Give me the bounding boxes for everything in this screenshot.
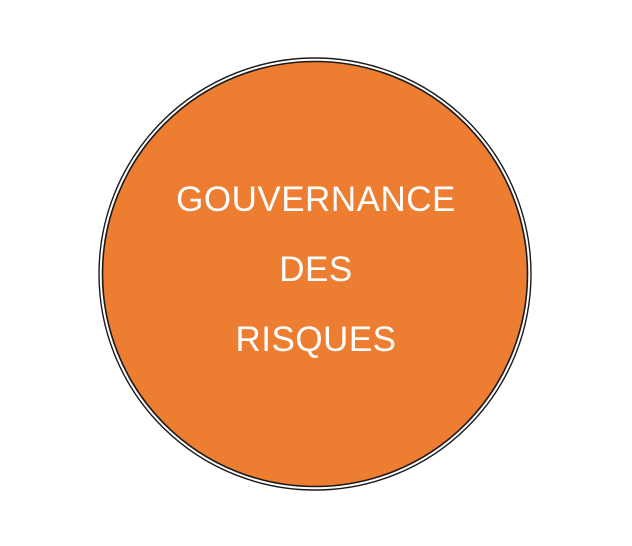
- circle-outer-outline: [98, 57, 532, 491]
- circle-label-line-1: GOUVERNANCE: [176, 180, 456, 219]
- risk-governance-circle[interactable]: [101, 60, 529, 488]
- circle-label-line-2: DES: [279, 250, 353, 289]
- circle-label-line-3: RISQUES: [235, 320, 397, 359]
